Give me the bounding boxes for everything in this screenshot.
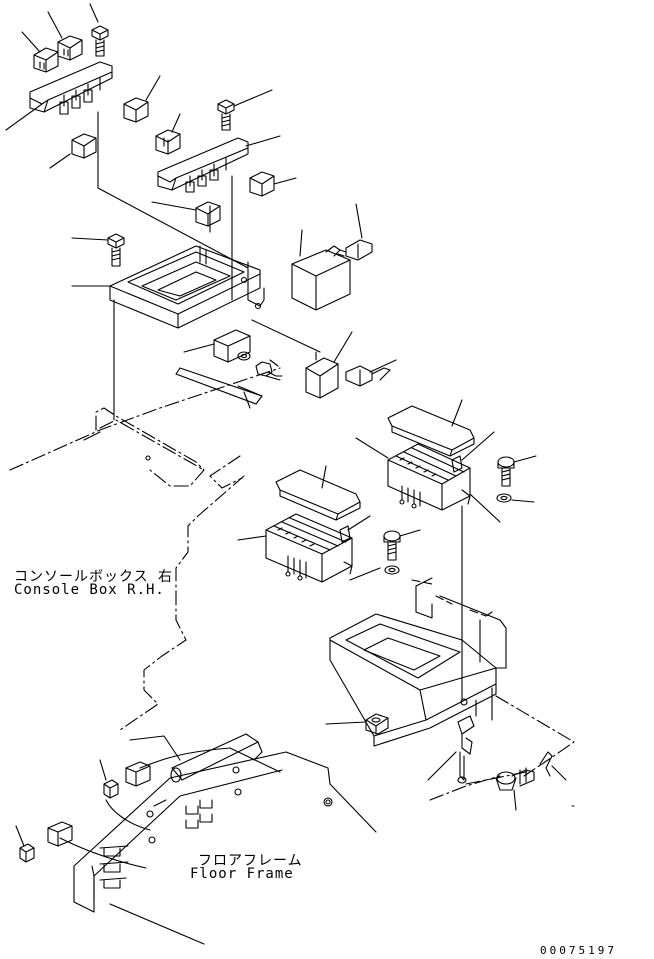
relay-6 (249, 171, 297, 197)
bolt-top-left (89, 3, 109, 57)
washer (237, 351, 251, 361)
drawing-number: 00075197 (540, 944, 617, 957)
leader-line (469, 493, 501, 523)
washer-upper (496, 493, 535, 503)
relay-3 (123, 75, 161, 123)
hook-clip (539, 751, 575, 807)
console-box-label-en: Console Box R.H. (14, 582, 165, 598)
terminal-block-lower (237, 513, 353, 583)
relay-4 (49, 133, 97, 169)
clip-upper (451, 431, 495, 473)
washer-lower (349, 565, 400, 581)
mount-hole (145, 455, 151, 461)
screw-lower (383, 529, 421, 561)
controller-box (291, 229, 351, 311)
mounting-frame (71, 245, 265, 421)
floor-frame-label-jp: フロアフレーム (198, 853, 303, 869)
leader-line (251, 319, 321, 353)
hidden-edge (411, 579, 487, 617)
connector-cover-upper (387, 399, 475, 457)
relay-2 (47, 11, 83, 61)
floor-frame (73, 735, 377, 945)
nut (325, 713, 389, 735)
tray-outline-dashdot (429, 695, 575, 801)
bolt-frame (71, 233, 125, 267)
leader-line (97, 111, 249, 269)
bolt-plate (255, 359, 283, 381)
relay-5 (155, 113, 181, 155)
screw-upper (497, 455, 537, 487)
bracket-plate (175, 367, 263, 409)
bracket-tray (329, 577, 507, 747)
bolt-relay (345, 359, 397, 387)
wire-harness (59, 747, 231, 869)
connector-plug-3 (47, 821, 73, 847)
clip-lower (339, 515, 371, 543)
relay-7 (151, 201, 221, 227)
terminal-block-upper (355, 437, 471, 511)
harness-tube (170, 733, 263, 783)
relay-large (305, 331, 353, 399)
connector-plug-4 (15, 825, 35, 863)
floor-frame-label-en: Floor Frame (190, 866, 294, 882)
console-box-label-jp: コンソールボックス 右 (14, 569, 174, 585)
clamp (427, 715, 475, 784)
connector-plug-2 (99, 759, 119, 799)
connector-cover-lower (275, 465, 361, 521)
relay-bracket-middle (157, 135, 281, 193)
relay-1 (21, 31, 59, 73)
small-relay (183, 329, 251, 363)
leader-line (83, 431, 101, 441)
relay-bracket-left (5, 61, 113, 131)
flange-bolt (495, 767, 535, 811)
bolt-controller (337, 203, 373, 261)
bolt-middle-top (217, 89, 273, 131)
console-box-outline (9, 367, 281, 731)
connector-plug-1 (125, 761, 151, 787)
